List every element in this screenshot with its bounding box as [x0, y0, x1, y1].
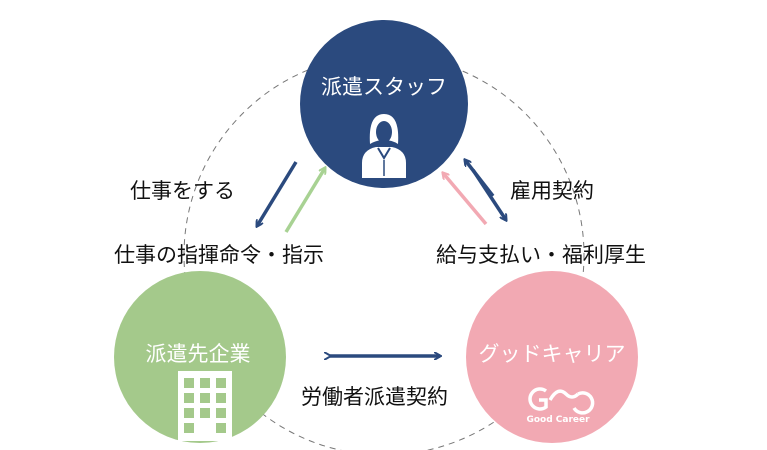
instruction-arrow	[284, 168, 325, 233]
goodcareer-node: グッドキャリア Good Career	[466, 271, 638, 443]
employment-label: 雇用契約	[510, 179, 594, 203]
staff-circle	[300, 20, 468, 188]
staff-label: 派遣スタッフ	[321, 75, 447, 99]
person-icon	[362, 114, 406, 178]
goodcareer-circle	[466, 271, 638, 443]
salary-arrow	[443, 173, 488, 226]
staff-node: 派遣スタッフ	[300, 20, 468, 188]
client-label: 派遣先企業	[146, 342, 251, 366]
work-label: 仕事をする	[130, 179, 235, 203]
logo-text: Good Career	[526, 415, 590, 425]
building-icon	[178, 371, 232, 441]
good-career-logo: Good Career	[526, 387, 595, 425]
goodcareer-label: グッドキャリア	[479, 342, 626, 366]
dashed-ring	[183, 54, 585, 450]
work-arrow	[257, 161, 298, 226]
employment-arrow-down	[471, 169, 506, 220]
dispatch-contract-label: 労働者派遣契約	[301, 385, 448, 409]
client-node: 派遣先企業	[114, 271, 286, 443]
salary-label: 給与支払い・福利厚生	[436, 243, 646, 267]
instruction-label: 仕事の指揮命令・指示	[114, 243, 324, 267]
client-circle	[114, 271, 286, 443]
